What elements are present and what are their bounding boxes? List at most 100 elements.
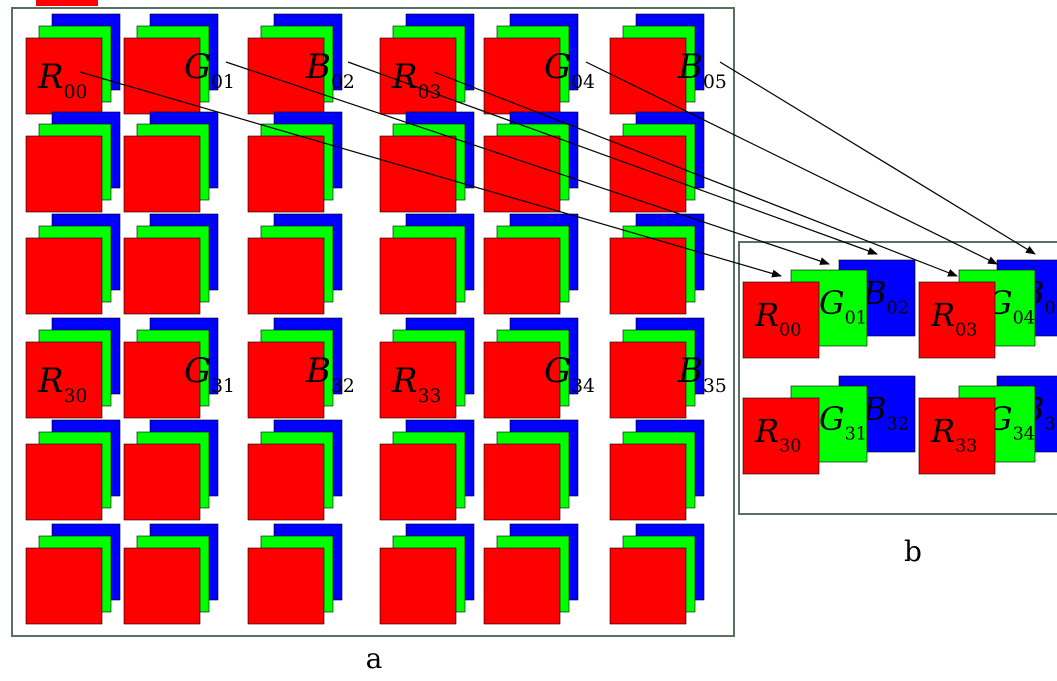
red-square [742, 281, 820, 359]
b-label-G01: G01 [819, 284, 867, 329]
red-layer [609, 341, 687, 419]
pixel-stack [379, 523, 475, 625]
cell-label-B05: B05 [677, 47, 727, 93]
red-layer [379, 547, 457, 625]
red-layer [379, 341, 457, 419]
cell-label-R30: R30 [37, 361, 87, 407]
arrow-G04 [585, 61, 998, 265]
pixel-stack: G31 [123, 317, 235, 419]
arrow-B02 [347, 61, 878, 255]
pixel-stack [25, 419, 121, 521]
cell-label-G34: G34 [544, 351, 595, 397]
arrow-R00 [79, 71, 782, 278]
red-layer [25, 135, 103, 213]
red-layer [247, 37, 325, 115]
red-layer [609, 547, 687, 625]
pixel-stack [123, 111, 219, 213]
caption-a: a [366, 642, 383, 675]
cell-label-B35: B35 [677, 351, 727, 397]
pixel-stack [25, 523, 121, 625]
arrow-B05 [719, 61, 1036, 255]
red-square [918, 397, 996, 475]
red-layer [609, 443, 687, 521]
arrow-G01 [225, 61, 830, 265]
red-square [742, 397, 820, 475]
b-cell: R00 [742, 281, 820, 359]
pixel-stack: G04 [483, 13, 595, 115]
red-layer [123, 135, 201, 213]
red-layer [609, 237, 687, 315]
red-layer [483, 341, 561, 419]
pixel-stack: B02 [247, 13, 355, 115]
red-layer [379, 135, 457, 213]
pixel-stack: G34 [483, 317, 595, 419]
cell-label-B02: B02 [305, 47, 355, 93]
red-layer [483, 547, 561, 625]
b-label-R03: R03 [930, 296, 977, 341]
red-layer [247, 547, 325, 625]
red-layer [483, 443, 561, 521]
cell-label-G01: G01 [184, 47, 235, 93]
pixel-stack [483, 523, 579, 625]
pixel-stack [25, 213, 121, 315]
b-label-G31: G31 [819, 400, 867, 445]
b-cell: R03 [918, 281, 996, 359]
pixel-stack: R03 [379, 13, 475, 115]
pixel-stack: B32 [247, 317, 355, 419]
pixel-stack [609, 111, 705, 213]
red-layer [123, 237, 201, 315]
pixel-stack [25, 111, 121, 213]
red-layer [609, 135, 687, 213]
b-label-R30: R30 [754, 412, 801, 457]
red-layer [247, 237, 325, 315]
cell-label-R33: R33 [391, 361, 441, 407]
pixel-stack [123, 419, 219, 521]
pixel-stack: R33 [379, 317, 475, 419]
red-layer [25, 443, 103, 521]
cell-label-R03: R03 [391, 57, 441, 103]
top-red-bar [36, 0, 98, 6]
red-layer [25, 547, 103, 625]
pixel-stack [123, 523, 219, 625]
pixel-stack: B35 [609, 317, 727, 419]
pixel-stack [247, 419, 343, 521]
red-layer [483, 135, 561, 213]
red-layer [247, 341, 325, 419]
cell-label-G31: G31 [184, 351, 235, 397]
pixel-stack: B05 [609, 13, 727, 115]
pixel-stack: R30 [25, 317, 121, 419]
pixel-stack [247, 111, 343, 213]
red-layer [25, 237, 103, 315]
pixel-stack [483, 213, 579, 315]
red-layer [379, 443, 457, 521]
red-layer [483, 237, 561, 315]
arrow-R03 [433, 71, 958, 277]
pixel-stack: R00 [25, 13, 121, 115]
red-layer [379, 237, 457, 315]
red-layer [123, 547, 201, 625]
b-cell: R33 [918, 397, 996, 475]
pixel-stack [247, 213, 343, 315]
red-layer [609, 37, 687, 115]
red-layer [247, 135, 325, 213]
cell-label-G04: G04 [544, 47, 595, 93]
red-layer [25, 37, 103, 115]
red-layer [247, 443, 325, 521]
cell-label-R00: R00 [37, 57, 87, 103]
red-layer [25, 341, 103, 419]
red-layer [483, 37, 561, 115]
pixel-stack [483, 111, 579, 213]
pixel-stack [609, 523, 705, 625]
pixel-stack [123, 213, 219, 315]
b-label-R00: R00 [754, 296, 801, 341]
caption-b: b [904, 535, 922, 568]
pixel-stack [379, 111, 475, 213]
pixel-stack: G01 [123, 13, 235, 115]
pixel-stack [609, 213, 705, 315]
red-layer [123, 443, 201, 521]
pixel-stack [247, 523, 343, 625]
cell-label-B32: B32 [305, 351, 355, 397]
red-square [918, 281, 996, 359]
